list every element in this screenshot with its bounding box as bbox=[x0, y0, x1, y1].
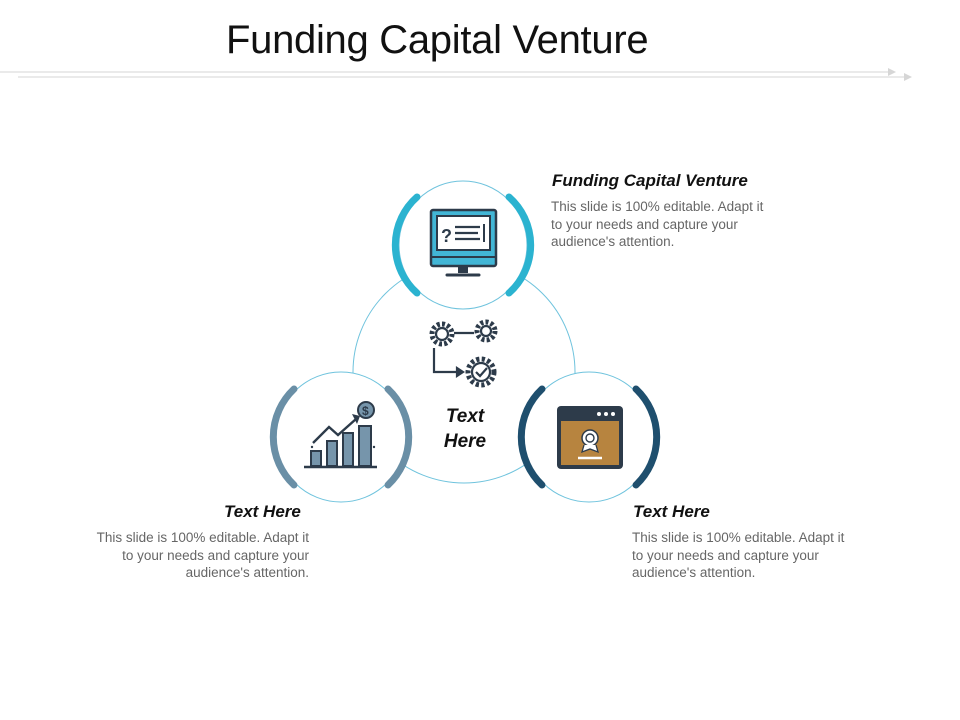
slide-title: Funding Capital Venture bbox=[226, 18, 649, 62]
right-node-arc-left bbox=[517, 385, 546, 489]
item-body-funding: This slide is 100% editable. Adapt it to… bbox=[551, 199, 764, 249]
top-node-arc-right bbox=[505, 193, 535, 297]
top-node-arc-left bbox=[391, 193, 421, 297]
svg-text:$: $ bbox=[362, 404, 369, 418]
center-label-line1: Text bbox=[445, 406, 485, 427]
item-body-right: This slide is 100% editable. Adapt it to… bbox=[632, 530, 845, 580]
gears-workflow-icon bbox=[429, 319, 498, 388]
item-body-left: This slide is 100% editable. Adapt it to… bbox=[96, 530, 309, 580]
right-node-arc-right bbox=[632, 385, 661, 489]
certificate-window-icon bbox=[557, 406, 623, 469]
svg-text:?: ? bbox=[441, 226, 452, 246]
center-label-line2: Here bbox=[443, 431, 487, 452]
item-heading-right: Text Here bbox=[633, 502, 710, 521]
growth-chart-dollar-icon: $ bbox=[304, 401, 377, 469]
computer-monitor-icon: ? bbox=[429, 208, 498, 277]
left-node-arc-right bbox=[384, 385, 413, 489]
item-heading-funding: Funding Capital Venture bbox=[552, 171, 748, 190]
center-label: Text Here bbox=[424, 404, 506, 454]
left-node-arc-left bbox=[269, 385, 298, 489]
item-heading-left: Text Here bbox=[224, 502, 301, 521]
title-divider-arrows bbox=[0, 68, 912, 81]
